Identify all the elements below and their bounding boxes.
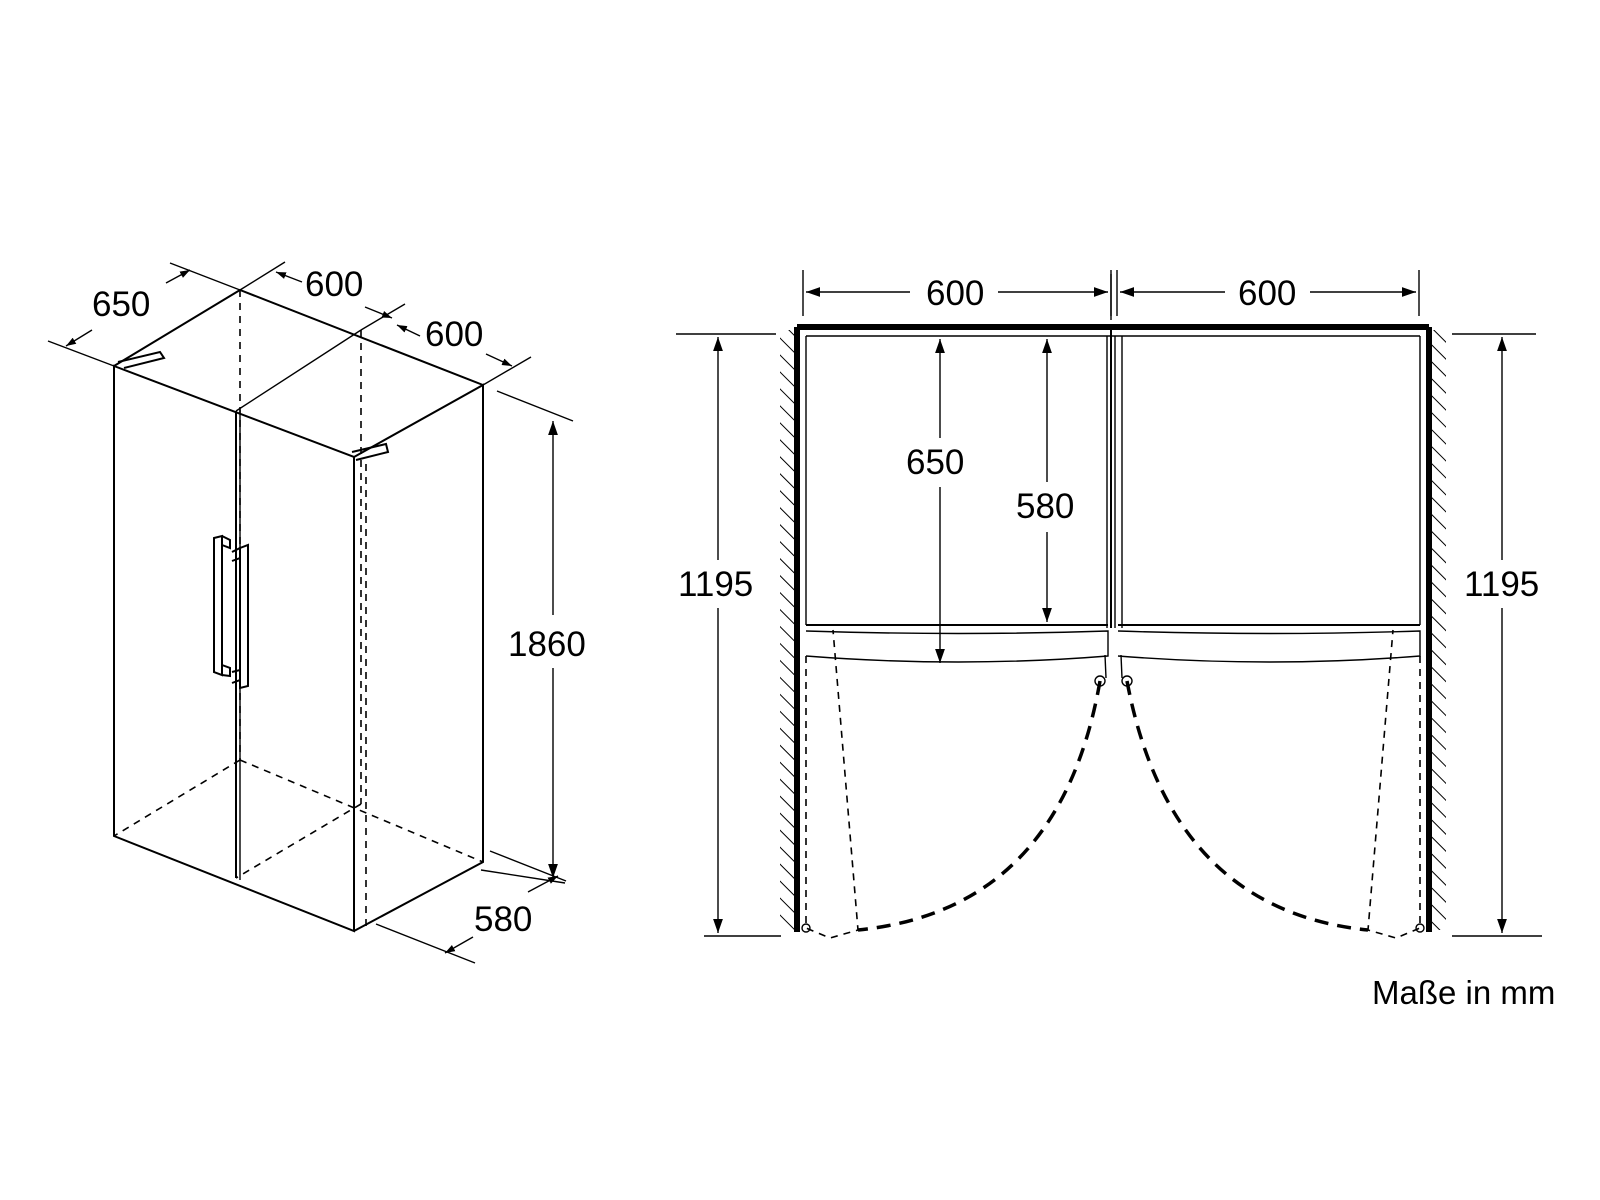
hinge-left-wall-icon (801, 923, 811, 933)
unit-note: Maße in mm (1372, 974, 1555, 1011)
wall-left-hatch (780, 330, 794, 930)
iso-depth-label: 650 (92, 285, 150, 324)
doors-opened-plan (805, 629, 1421, 939)
dim-depth-iso: 650 (47, 262, 241, 367)
dim-width-right-iso: 600 (396, 315, 532, 386)
hinge-right-wall-icon (1415, 923, 1425, 933)
fridge-body-iso (113, 288, 484, 933)
plan-body-depth-label: 580 (1016, 487, 1074, 526)
plan-width-right-label: 600 (1238, 274, 1296, 313)
iso-width-left-label: 600 (305, 265, 363, 304)
dim-plan-clearance-right: 1195 (1452, 333, 1542, 937)
iso-body-depth-label: 580 (474, 900, 532, 939)
dim-plan-width-left: 600 (802, 270, 1112, 320)
dim-width-left-iso: 600 (239, 261, 406, 331)
dim-plan-door-open-depth: 650 (906, 339, 964, 663)
plan-clearance-right-label: 1195 (1464, 565, 1539, 604)
plan-view: 600 600 650 580 1195 (676, 270, 1542, 939)
dim-height-iso: 1860 (489, 390, 586, 882)
dim-body-depth-iso: 580 (375, 869, 566, 964)
dim-plan-clearance-left: 1195 (676, 333, 781, 937)
plan-door-open-depth-label: 650 (906, 443, 964, 482)
dim-plan-width-right: 600 (1116, 270, 1420, 316)
iso-height-label: 1860 (508, 625, 586, 664)
dim-plan-body-depth: 580 (1016, 339, 1074, 622)
iso-view: 650 600 600 1860 (47, 261, 586, 964)
wall-right-hatch (1432, 330, 1446, 930)
iso-width-right-label: 600 (425, 315, 483, 354)
plan-width-left-label: 600 (926, 274, 984, 313)
fridge-body-plan (797, 324, 1429, 933)
plan-clearance-left-label: 1195 (678, 565, 753, 604)
door-handles-iso (213, 534, 249, 690)
